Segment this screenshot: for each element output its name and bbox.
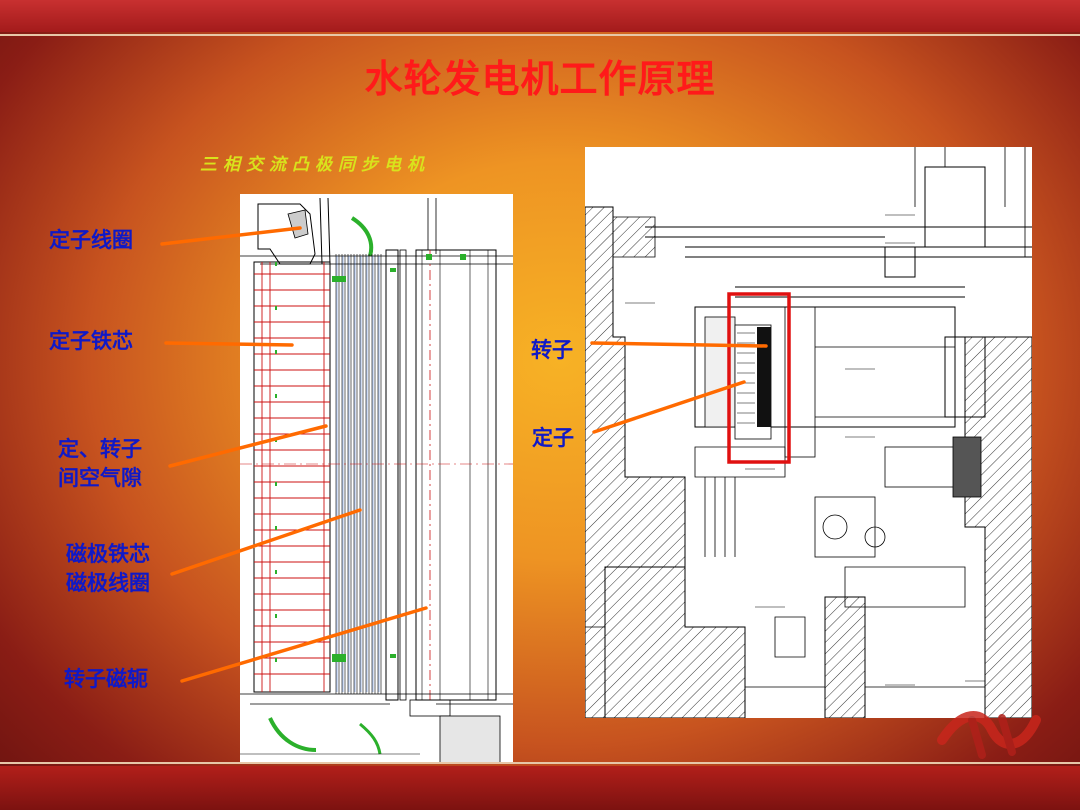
label-air-gap-line2: 间空气隙	[58, 466, 142, 490]
slide-title: 水轮发电机工作原理	[364, 57, 716, 101]
label-rotor-yoke: 转子磁轭	[64, 667, 148, 691]
bottom-banner	[0, 766, 1080, 810]
label-stator-coil: 定子线圈	[49, 228, 133, 252]
arrow-pole	[170, 508, 362, 576]
drawing-subtitle: 三相交流凸极同步电机	[200, 155, 430, 175]
label-stator-core: 定子铁芯	[49, 329, 133, 353]
top-banner	[0, 0, 1080, 32]
generator-section-drawing	[240, 194, 513, 764]
top-divider	[0, 34, 1080, 36]
label-pole-coil: 磁极线圈	[66, 571, 150, 595]
decorative-emblem-icon	[937, 711, 1041, 759]
label-air-gap-line1: 定、转子	[58, 437, 142, 461]
arrow-air-gap	[168, 424, 328, 468]
powerhouse-section-drawing	[585, 147, 1032, 718]
arrow-stator	[592, 380, 746, 434]
bottom-divider	[0, 762, 1080, 764]
arrow-stator-coil	[160, 226, 302, 246]
label-pole-core: 磁极铁芯	[66, 542, 150, 566]
arrow-rotor	[590, 341, 768, 348]
arrow-rotor-yoke	[180, 606, 428, 683]
label-stator: 定子	[532, 426, 574, 450]
arrow-stator-core	[164, 341, 294, 347]
label-rotor: 转子	[531, 338, 573, 362]
